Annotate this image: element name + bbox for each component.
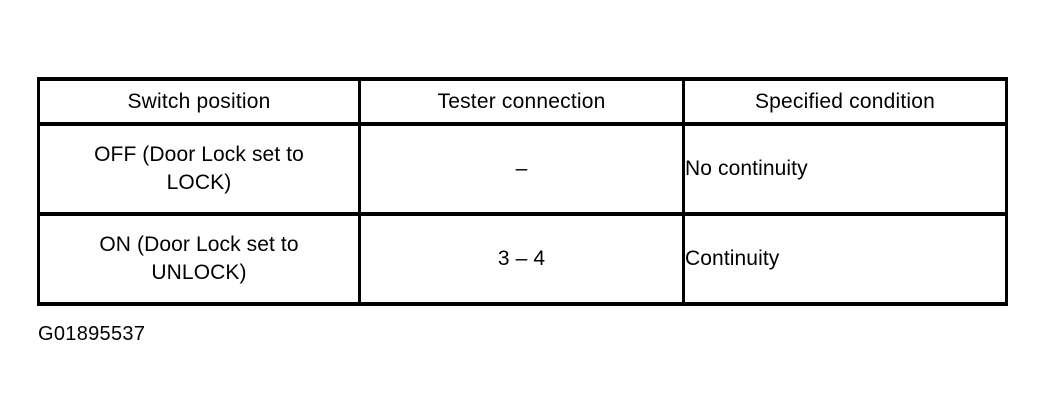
- column-header-specified-condition-label: Specified condition: [754, 89, 936, 113]
- column-header-switch-position-label: Switch position: [127, 89, 271, 113]
- switch-position-on-line1: ON (Door Lock set to: [99, 233, 299, 257]
- tester-connection-off-value: –: [515, 157, 528, 181]
- cell-specified-condition-off: No continuity: [683, 124, 1007, 216]
- table-row: OFF (Door Lock set to LOCK) – No continu…: [38, 124, 1007, 216]
- cell-switch-position-off: OFF (Door Lock set to LOCK): [38, 124, 361, 216]
- table-row: ON (Door Lock set to UNLOCK) 3 – 4 Conti…: [38, 214, 1007, 304]
- column-header-switch-position: Switch position: [38, 79, 361, 126]
- table-header-row: Switch position Tester connection Specif…: [38, 79, 1007, 126]
- switch-position-on-line2: UNLOCK): [151, 261, 247, 284]
- specified-condition-off-value: No continuity: [685, 157, 808, 181]
- cell-tester-connection-off: –: [359, 124, 685, 216]
- switch-inspection-table: Switch position Tester connection Specif…: [37, 77, 1008, 306]
- column-header-specified-condition: Specified condition: [683, 79, 1007, 126]
- specified-condition-on-value: Continuity: [685, 247, 780, 271]
- cell-switch-position-on: ON (Door Lock set to UNLOCK): [38, 214, 361, 304]
- switch-position-off-line1: OFF (Door Lock set to: [94, 143, 304, 167]
- cell-tester-connection-on: 3 – 4: [359, 214, 685, 304]
- switch-position-off-line2: LOCK): [166, 171, 232, 194]
- figure-id-caption: G01895537: [38, 323, 146, 345]
- tester-connection-on-value: 3 – 4: [497, 247, 546, 271]
- column-header-tester-connection-label: Tester connection: [437, 89, 606, 113]
- column-header-tester-connection: Tester connection: [359, 79, 685, 126]
- cell-specified-condition-on: Continuity: [683, 214, 1007, 304]
